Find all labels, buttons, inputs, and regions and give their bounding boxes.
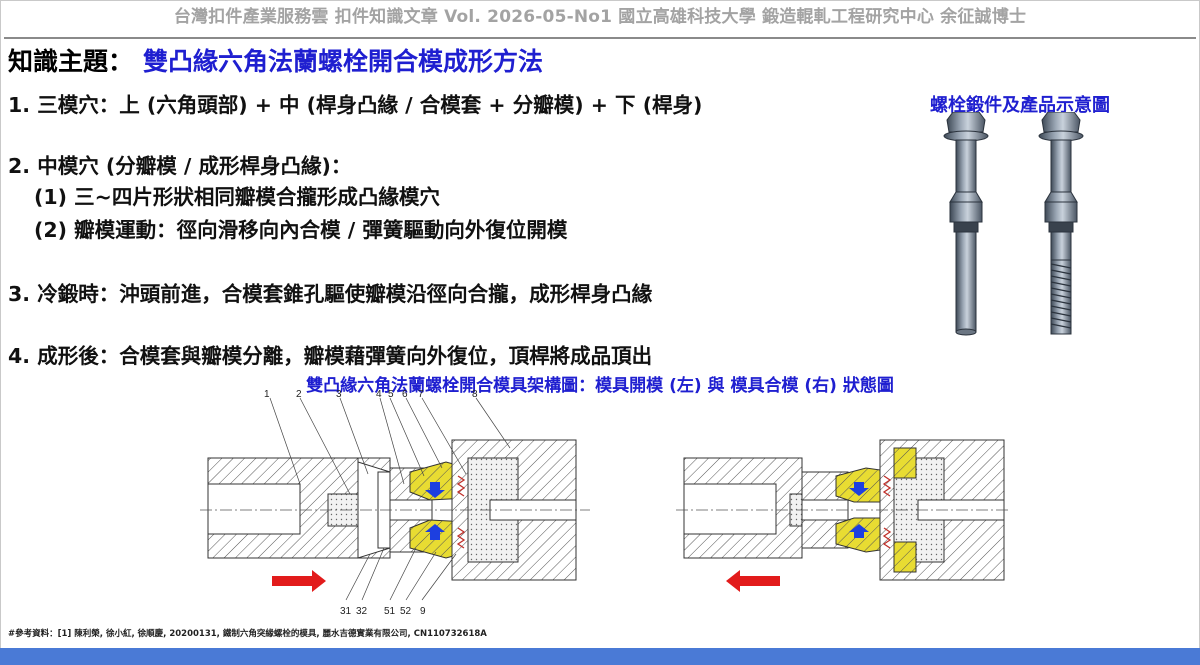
label-7: 7 [418, 389, 424, 400]
label-1: 1 [264, 389, 270, 400]
footer-bar [0, 648, 1200, 665]
label-4: 4 [376, 389, 382, 400]
point-2: 2. 中模穴 (分瓣模 / 成形桿身凸緣)： [8, 154, 352, 178]
open-die-view: 1 2 3 4 5 6 7 8 31 32 51 52 9 [200, 389, 590, 617]
closed-die-view [676, 439, 1008, 592]
label-32: 32 [356, 606, 368, 617]
bolt-illustration [943, 112, 1084, 336]
die-structure-diagram: 1 2 3 4 5 6 7 8 31 32 51 52 9 [200, 389, 1008, 617]
label-52: 52 [400, 606, 412, 617]
header-divider [4, 37, 1196, 39]
product-image-title: 螺栓鍛件及產品示意圖 [930, 95, 1110, 116]
label-2: 2 [296, 389, 302, 400]
topic-title: 雙凸緣六角法蘭螺栓開合模成形方法 [143, 47, 544, 76]
topic-label: 知識主題： [8, 47, 134, 76]
bolt-product [1038, 112, 1084, 335]
point-3: 3. 冷鍛時：沖頭前進，合模套錐孔驅使瓣模沿徑向合攏，成形桿身凸緣 [8, 282, 653, 306]
point-1: 1. 三模穴：上 (六角頭部) + 中 (桿身凸緣 / 合模套 + 分瓣模) +… [8, 93, 703, 117]
point-2-sub-1: (1) 三~四片形狀相同瓣模合攏形成凸緣模穴 [34, 185, 440, 209]
label-6: 6 [402, 389, 408, 400]
label-5: 5 [388, 389, 394, 400]
label-31: 31 [340, 606, 352, 617]
knowledge-topic: 知識主題： 雙凸緣六角法蘭螺栓開合模成形方法 [8, 44, 543, 80]
label-9: 9 [420, 606, 426, 617]
label-51: 51 [384, 606, 396, 617]
label-8: 8 [472, 389, 478, 400]
diagram-title: 雙凸緣六角法蘭螺栓開合模具架構圖：模具開模 (左) 與 模具合模 (右) 狀態圖 [306, 376, 894, 396]
point-4: 4. 成形後：合模套與瓣模分離，瓣模藉彈簧向外復位，頂桿將成品頂出 [8, 344, 653, 368]
bolt-forging [943, 112, 989, 336]
point-2-sub-2: (2) 瓣模運動：徑向滑移向內合模 / 彈簧驅動向外復位開模 [34, 218, 568, 242]
reference-note: #參考資料：[1] 陳利榮, 徐小紅, 徐順慶, 20200131, 鐵制六角突… [8, 629, 487, 639]
header-banner: 台灣扣件產業服務雲 扣件知識文章 Vol. 2026-05-No1 國立高雄科技… [173, 7, 1027, 27]
label-3: 3 [336, 389, 342, 400]
